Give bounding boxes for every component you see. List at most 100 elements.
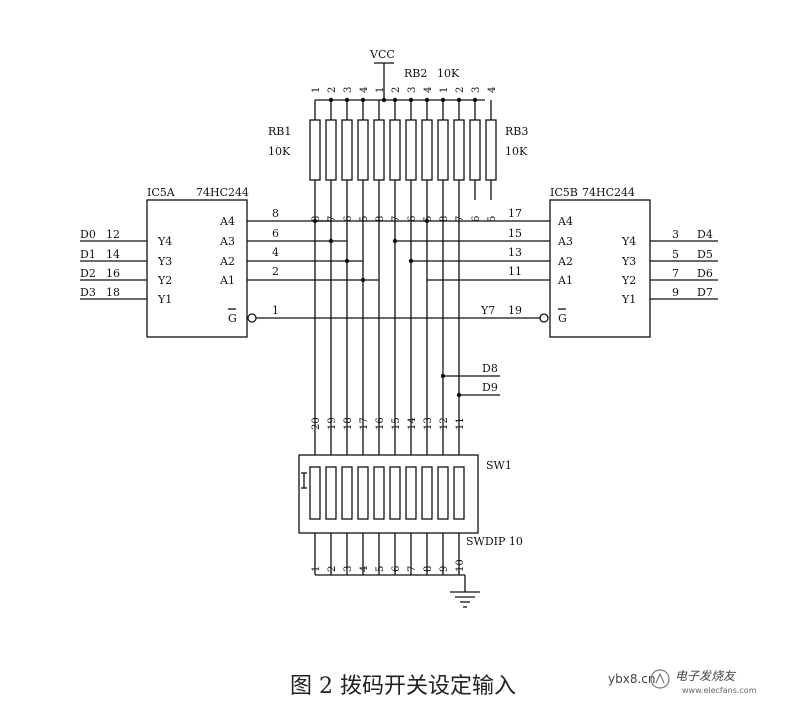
svg-text:4: 4 (359, 566, 370, 572)
svg-text:7: 7 (327, 216, 338, 222)
svg-text:1: 1 (375, 87, 386, 93)
rb-bottom-pin-numbers: 8 7 6 5 8 7 6 5 8 7 6 5 (311, 216, 498, 222)
ic5a-net-d1: D1 (80, 248, 96, 261)
ic5a-net-d2: D2 (80, 267, 96, 280)
svg-text:12: 12 (439, 417, 450, 430)
ic5b-ref: IC5B (550, 186, 578, 199)
svg-text:3: 3 (343, 566, 354, 572)
rb3-value: 10K (505, 145, 528, 158)
svg-text:4: 4 (487, 87, 498, 93)
svg-text:1: 1 (311, 87, 322, 93)
ic5a-pin-num: 2 (272, 265, 279, 278)
ic5a-pin-name: A2 (219, 255, 235, 268)
ic5a-pin-num: 12 (106, 228, 120, 241)
ic5a-pin-num: 18 (106, 286, 120, 299)
svg-text:17: 17 (359, 417, 370, 430)
svg-text:1: 1 (311, 566, 322, 572)
ic5b-part: 74HC244 (582, 186, 635, 199)
ground-symbol (450, 575, 480, 608)
svg-text:15: 15 (391, 417, 402, 430)
ic5a-pin-name: A1 (219, 274, 235, 287)
svg-text:16: 16 (375, 417, 386, 430)
ic5b-pin-name: Y4 (621, 235, 636, 248)
net-d8: D8 (482, 362, 498, 375)
sw1-ref: SW1 (486, 459, 512, 472)
svg-text:20: 20 (311, 417, 322, 430)
sw1-bottom-pin-numbers: 1 2 3 4 5 6 7 8 9 10 (311, 559, 466, 572)
ic5b-pin-name: A1 (557, 274, 573, 287)
svg-text:6: 6 (343, 216, 354, 222)
ic5a-net-d3: D3 (80, 286, 96, 299)
ic5b-pin-name: Y1 (621, 293, 636, 306)
ic5b-pin-num: 15 (508, 227, 522, 240)
signal-junctions (312, 218, 462, 398)
ic5b-pin-name: A4 (557, 215, 573, 228)
ic5b-pin-name: G (558, 312, 567, 325)
rb-top-pin-numbers: 1 2 3 4 1 2 3 4 1 2 3 4 (311, 87, 498, 93)
svg-text:2: 2 (327, 87, 338, 93)
ic5a-pin-name: Y4 (157, 235, 172, 248)
svg-text:2: 2 (455, 87, 466, 93)
sw1-part: SWDIP 10 (466, 535, 523, 548)
svg-text:7: 7 (455, 216, 466, 222)
ic5a-pin-name: Y2 (157, 274, 172, 287)
svg-text:5: 5 (359, 216, 370, 222)
ic5b-body (549, 199, 651, 338)
svg-text:7: 7 (407, 566, 418, 572)
ic5a: IC5A 74HC244 D0 D1 D2 D3 12 14 16 18 Y4 … (80, 186, 540, 338)
svg-text:10: 10 (455, 559, 466, 572)
svg-text:3: 3 (407, 87, 418, 93)
ic5b-net-d5: D5 (697, 248, 713, 261)
svg-text:5: 5 (375, 566, 386, 572)
svg-text:4: 4 (359, 87, 370, 93)
ic5b-pin-name: Y3 (621, 255, 636, 268)
rb2-label: RB2 (404, 67, 427, 80)
svg-text:14: 14 (407, 417, 418, 430)
ic5b-pin-name: A2 (557, 255, 573, 268)
rb2-value: 10K (437, 67, 460, 80)
svg-text:13: 13 (423, 417, 434, 430)
ic5b-pin-name: Y2 (621, 274, 636, 287)
sw1-bottom-legs (314, 533, 465, 576)
ic5a-pin-num: 4 (272, 246, 279, 259)
ic5a-pin-num: 8 (272, 207, 279, 220)
watermark-url: www.elecfans.com (682, 686, 757, 695)
resistor-network (309, 100, 497, 222)
ic5a-part: 74HC244 (196, 186, 249, 199)
svg-text:6: 6 (391, 566, 402, 572)
net-d9: D9 (482, 381, 498, 394)
rb1-value: 10K (268, 145, 291, 158)
ic5b-pin-num: 17 (508, 207, 522, 220)
sw1: SW1 SWDIP 10 (298, 454, 523, 548)
ic5a-pin-num: 1 (272, 304, 279, 317)
figure-caption: 图 2 拨码开关设定输入 (290, 674, 516, 699)
ic5b-pin-num: 11 (508, 265, 522, 278)
ic5b-pin-num: 13 (508, 246, 522, 259)
ic5a-pin-name: G (228, 312, 237, 325)
ic5b-pin-num: 5 (672, 248, 679, 261)
ic5a-pin-num: 16 (106, 267, 120, 280)
watermark: ybx8.cn 电子发烧友 www.elecfans.com (608, 669, 757, 695)
vcc-label: VCC (369, 48, 395, 61)
ic5a-pin-name: Y3 (157, 255, 172, 268)
ic5b-pin-num: 9 (672, 286, 679, 299)
ic5b-pin-num: 3 (672, 228, 679, 241)
sw1-top-pin-numbers: 20 19 18 17 16 15 14 13 12 11 (311, 417, 466, 430)
ic5a-body (146, 199, 248, 338)
ic5b-pin-num: 19 (508, 304, 522, 317)
ic5a-pin-num: 6 (272, 227, 279, 240)
svg-text:2: 2 (391, 87, 402, 93)
rb3-label: RB3 (505, 125, 528, 138)
svg-text:9: 9 (439, 566, 450, 572)
svg-text:4: 4 (423, 87, 434, 93)
svg-text:1: 1 (439, 87, 450, 93)
svg-text:5: 5 (487, 216, 498, 222)
svg-text:7: 7 (391, 216, 402, 222)
ic5b-pin-num: 7 (672, 267, 679, 280)
ic5b-net-d6: D6 (697, 267, 713, 280)
svg-text:8: 8 (311, 216, 322, 222)
watermark-brand: 电子发烧友 (675, 669, 737, 683)
svg-text:3: 3 (471, 87, 482, 93)
ic5b-net-y7: Y7 (480, 304, 495, 317)
ic5a-pin-name: A3 (219, 235, 235, 248)
